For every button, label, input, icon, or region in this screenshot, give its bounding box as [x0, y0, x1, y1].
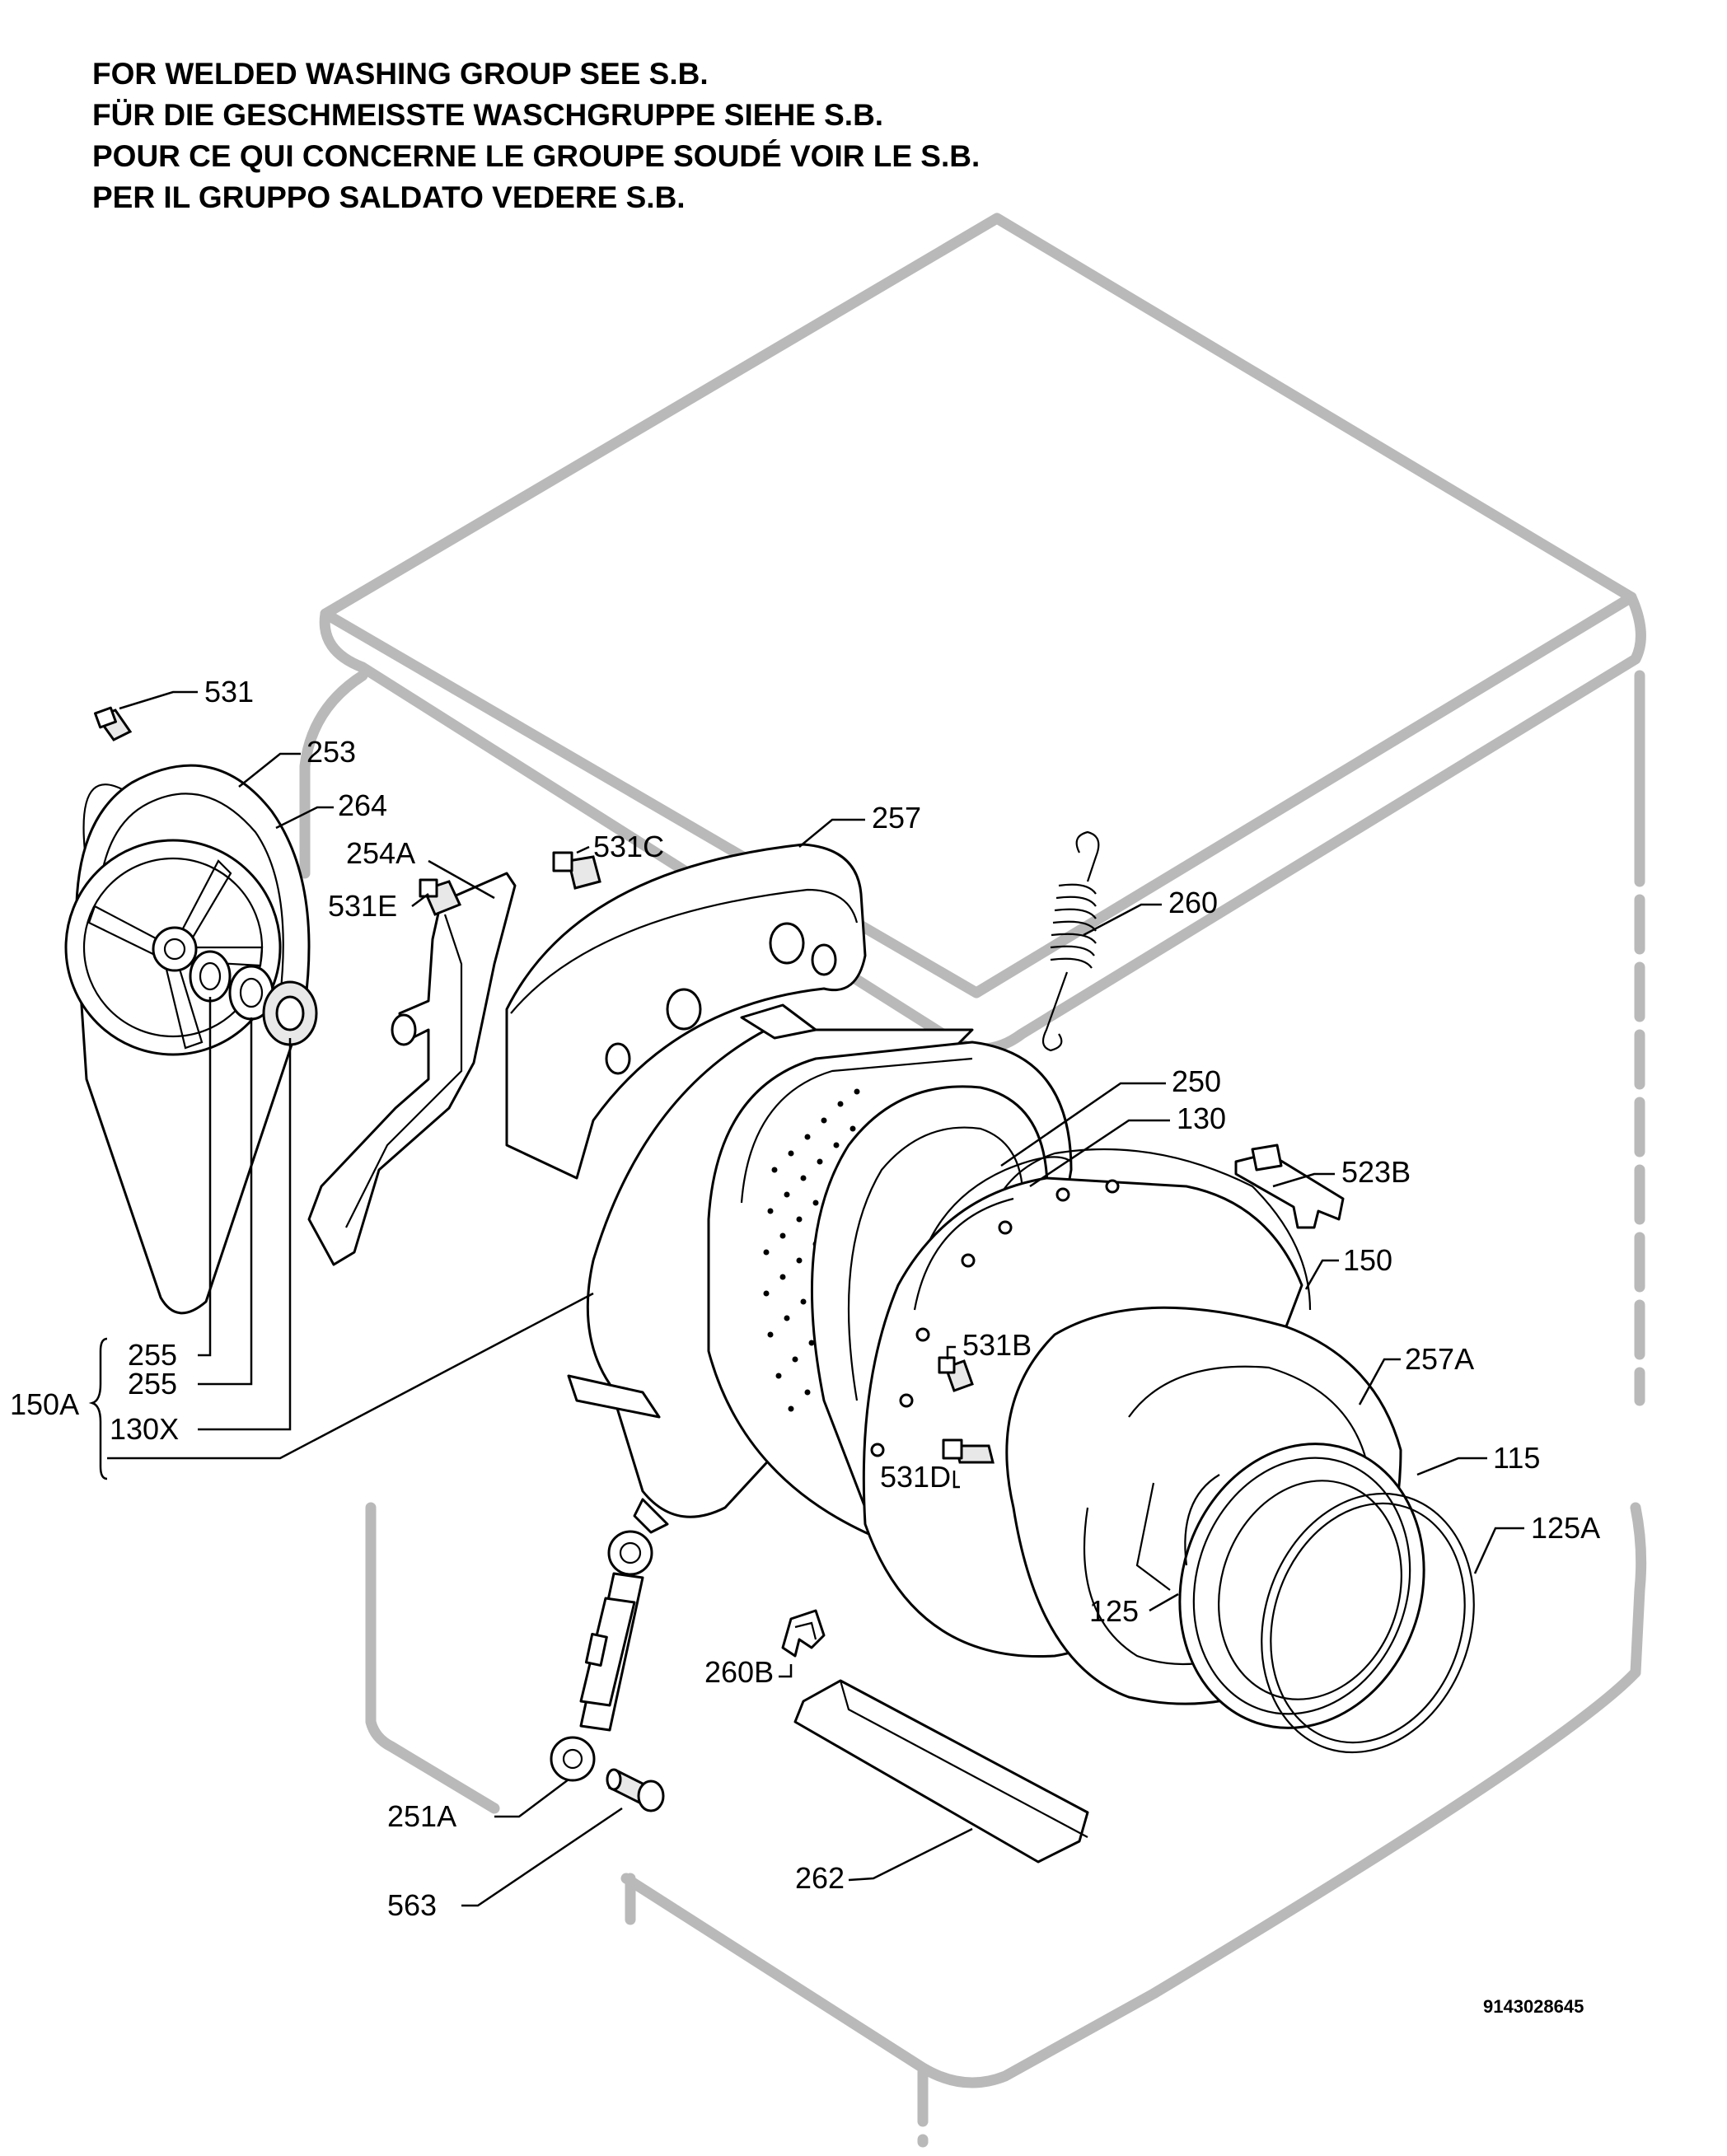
label-130: 130	[1177, 1101, 1226, 1135]
screw-531	[94, 706, 133, 741]
leader-523B	[1272, 1172, 1335, 1188]
front-tub-bolts	[870, 1179, 1120, 1457]
screw-531E	[419, 878, 462, 916]
leader-125A	[1473, 1527, 1524, 1574]
label-251A: 251A	[387, 1799, 456, 1833]
label-523B: 523B	[1341, 1155, 1411, 1189]
leader-130	[1029, 1119, 1170, 1188]
leader-260	[1083, 903, 1162, 937]
leader-125	[1149, 1592, 1179, 1612]
leader-531D	[952, 1471, 960, 1489]
leader-150A	[107, 1292, 594, 1460]
counterweight-257	[505, 843, 867, 1180]
leader-130X	[198, 1038, 292, 1431]
label-531D: 531D	[880, 1460, 951, 1494]
screw-531C	[552, 851, 601, 890]
trim-strip-262	[793, 1679, 1089, 1864]
pulley-253	[64, 764, 311, 1315]
label-255-first: 255	[128, 1338, 177, 1372]
header-line-en: FOR WELDED WASHING GROUP SEE S.B.	[92, 57, 709, 91]
header-line-fr: POUR CE QUI CONCERNE LE GROUPE SOUDÉ VOI…	[92, 139, 980, 173]
label-150: 150	[1343, 1243, 1392, 1277]
label-115: 115	[1493, 1441, 1540, 1475]
leader-257A	[1358, 1358, 1401, 1405]
leader-150	[1304, 1259, 1339, 1290]
leader-531B	[946, 1345, 956, 1359]
leader-563	[461, 1807, 623, 1907]
leader-255b	[198, 1017, 253, 1386]
label-253: 253	[307, 735, 356, 769]
header-text: FOR WELDED WASHING GROUP SEE S.B. FÜR DI…	[92, 57, 980, 214]
label-250: 250	[1172, 1064, 1221, 1098]
document-id: 9143028645	[1483, 1996, 1584, 2017]
label-531B: 531B	[962, 1328, 1032, 1362]
label-262: 262	[795, 1861, 845, 1895]
label-531E: 531E	[328, 889, 397, 923]
spring-260	[1041, 830, 1100, 1052]
leader-250	[1000, 1082, 1166, 1167]
clamp-ring-125	[1184, 1474, 1220, 1566]
leader-255a	[198, 997, 212, 1357]
door-seal-115	[1178, 1443, 1425, 1729]
leader-531C	[576, 845, 590, 854]
leader-257	[798, 818, 865, 848]
shock-absorber-251A	[550, 1530, 653, 1782]
part-labels: 531 253 264 254A 531C 531E 257 260 250 1…	[10, 675, 1600, 1922]
label-254A: 254A	[346, 836, 415, 870]
header-line-it: PER IL GRUPPO SALDATO VEDERE S.B.	[92, 180, 686, 214]
label-125: 125	[1089, 1594, 1139, 1628]
bearings	[189, 950, 318, 1046]
leader-lines	[107, 690, 1524, 1907]
leader-531	[119, 690, 198, 710]
screw-531B	[938, 1356, 974, 1392]
label-264: 264	[338, 788, 387, 822]
label-531: 531	[204, 675, 254, 709]
leader-253	[238, 752, 301, 788]
leader-262	[848, 1827, 973, 1882]
label-255-second: 255	[128, 1367, 177, 1401]
group-brace-150A	[88, 1337, 108, 1480]
leader-260B	[779, 1664, 793, 1678]
clip-260B	[781, 1609, 826, 1658]
leader-254A	[428, 859, 495, 900]
label-257A: 257A	[1405, 1342, 1474, 1376]
label-531C: 531C	[593, 830, 664, 863]
bolt-563	[606, 1768, 665, 1812]
label-150A: 150A	[10, 1387, 79, 1421]
label-260: 260	[1168, 886, 1218, 919]
label-257: 257	[872, 801, 921, 835]
label-125A: 125A	[1531, 1511, 1600, 1545]
screw-531D	[942, 1438, 995, 1464]
bracket-523B	[1234, 1143, 1345, 1229]
label-563: 563	[387, 1888, 437, 1922]
label-260B: 260B	[704, 1655, 774, 1689]
leader-531E	[411, 893, 429, 907]
leader-115	[1416, 1457, 1487, 1476]
clamp-ring-125A	[1261, 1492, 1475, 1754]
header-line-de: FÜR DIE GESCHMEISSTE WASCHGRUPPE SIEHE S…	[92, 98, 883, 132]
leader-264	[275, 806, 334, 830]
bracket-254A	[307, 872, 517, 1266]
leader-251A	[494, 1779, 569, 1818]
label-130X: 130X	[110, 1412, 179, 1446]
